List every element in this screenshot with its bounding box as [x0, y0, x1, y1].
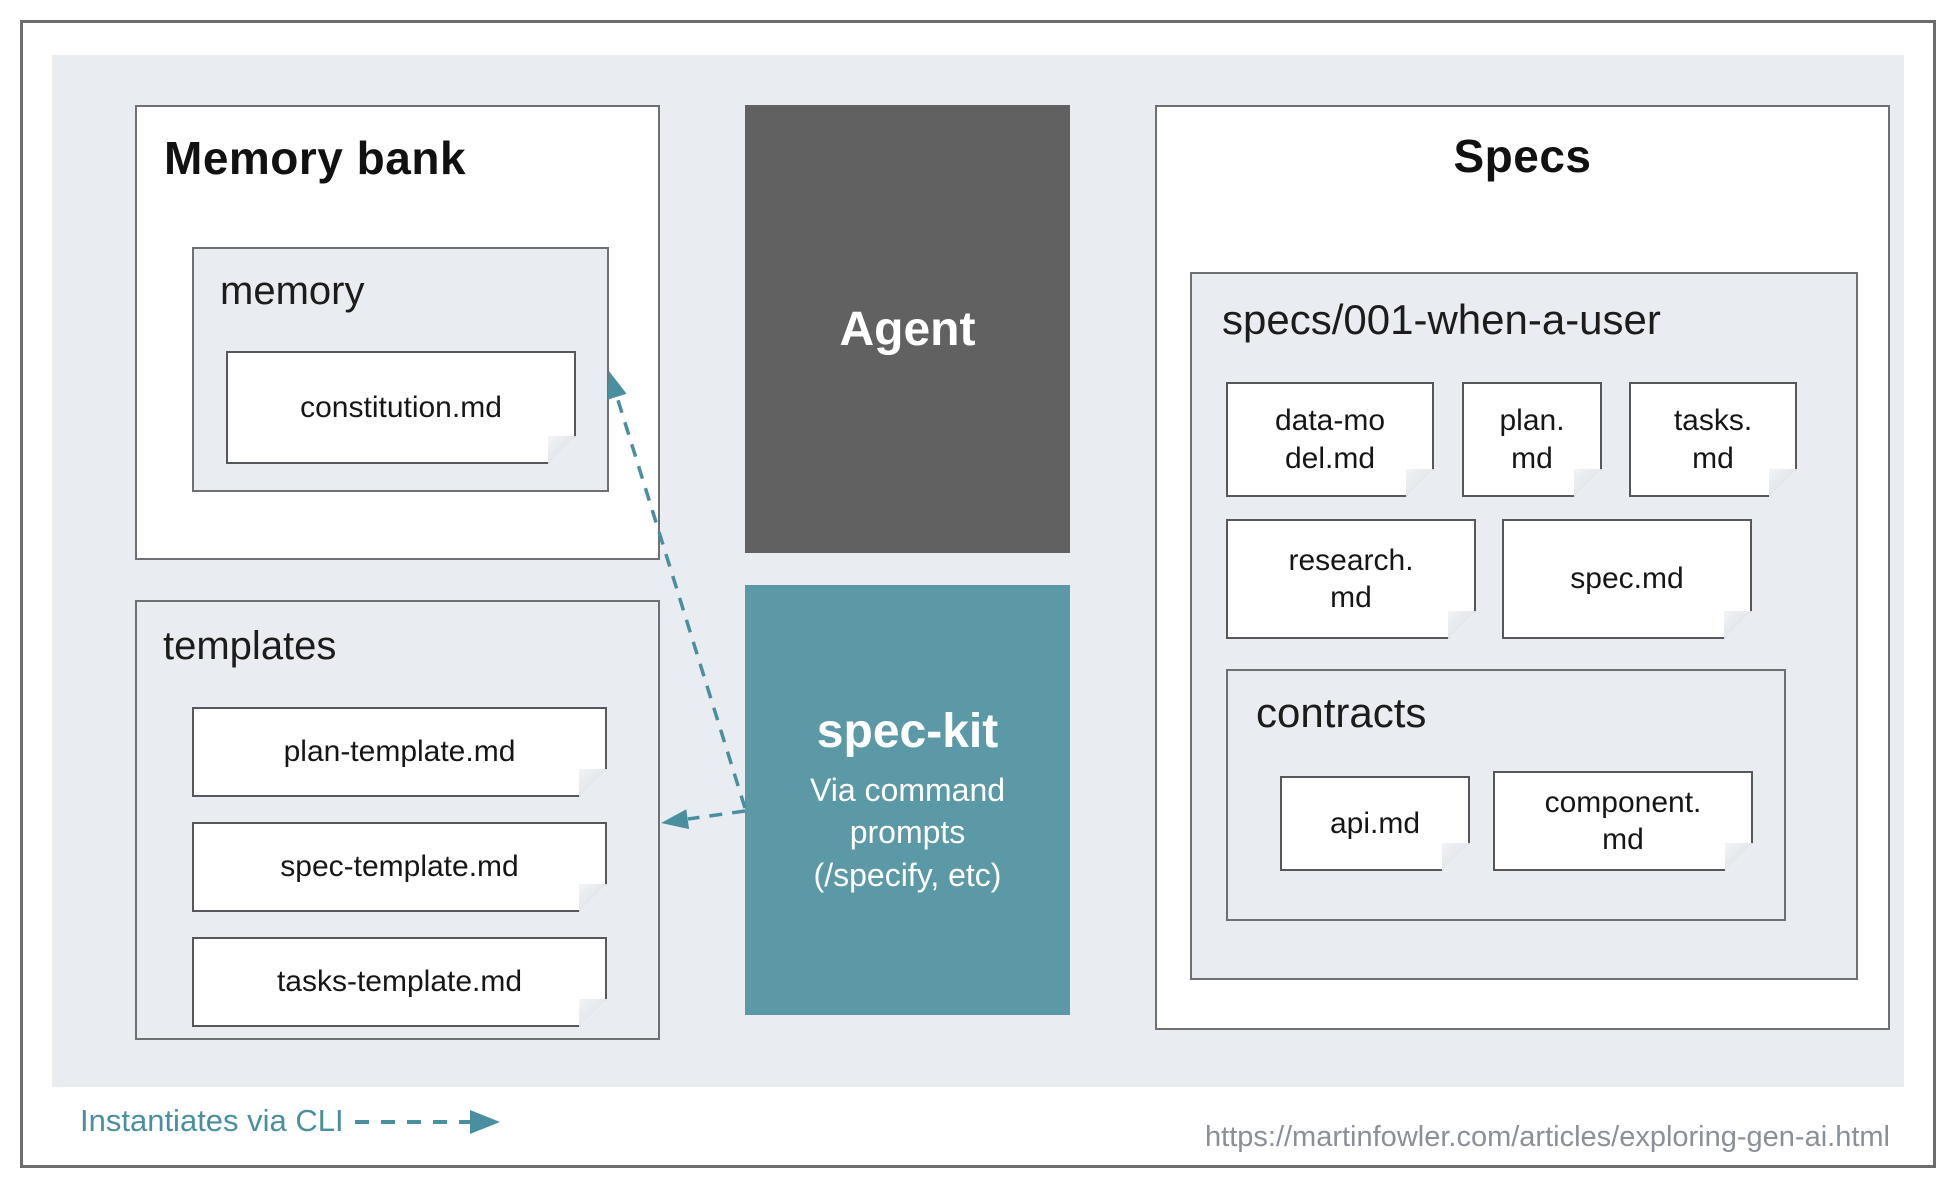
file-name-line: plan. [1499, 404, 1565, 437]
file-name-line: md [1511, 441, 1553, 475]
file-data-model-md: data-mo del.md [1226, 382, 1434, 497]
file-name: spec-template.md [280, 850, 519, 884]
contracts-folder-box: contracts api.md component. md [1226, 669, 1786, 921]
file-component-md: component. md [1493, 771, 1753, 871]
file-name-line: md [1602, 823, 1644, 856]
file-plan-md: plan. md [1462, 382, 1602, 497]
memory-bank-box: Memory bank memory constitution.md [135, 105, 660, 560]
file-tasks-md: tasks. md [1629, 382, 1797, 497]
file-name: tasks-template.md [276, 965, 523, 999]
file-name: plan-template.md [283, 735, 516, 769]
memory-folder-label: memory [220, 269, 365, 313]
file-research-md: research. md [1226, 519, 1476, 639]
specs-folder-label: specs/001-when-a-user [1222, 296, 1661, 343]
spec-kit-subtitle-line: Via command [809, 772, 1006, 809]
outer-frame: Memory bank memory constitution.md templ… [20, 20, 1936, 1168]
file-name-line: md [1692, 441, 1734, 475]
file-name-line: spec.md [1570, 562, 1684, 596]
specs-box: Specs specs/001-when-a-user data-mo del.… [1155, 105, 1890, 1030]
agent-box: Agent [745, 105, 1070, 553]
file-name-line: del.md [1284, 441, 1376, 475]
spec-kit-box: spec-kit Via command prompts (/specify, … [745, 585, 1070, 1015]
file-api-md: api.md [1280, 776, 1470, 871]
file-name-line: data-mo [1274, 404, 1386, 437]
file-name: constitution.md [300, 390, 502, 424]
legend-instantiates-label: Instantiates via CLI [80, 1103, 344, 1138]
file-name-line: research. [1288, 543, 1414, 577]
memory-folder-box: memory constitution.md [192, 247, 609, 492]
file-spec-template-md: spec-template.md [192, 822, 607, 912]
file-name-line: component. [1544, 785, 1702, 819]
source-url: https://martinfowler.com/articles/explor… [1205, 1121, 1890, 1153]
memory-bank-title: Memory bank [164, 132, 467, 184]
file-spec-md: spec.md [1502, 519, 1752, 639]
templates-folder-label: templates [163, 624, 337, 668]
contracts-folder-label: contracts [1256, 689, 1427, 736]
spec-kit-subtitle-line: prompts [849, 814, 966, 851]
spec-kit-title: spec-kit [816, 705, 999, 759]
templates-folder-box: templates plan-template.md spec-template… [135, 600, 660, 1040]
agent-label: Agent [839, 302, 976, 356]
file-name-line: md [1330, 581, 1372, 614]
spec-kit-subtitle-line: (/specify, etc) [813, 856, 1002, 893]
specs-title: Specs [1453, 130, 1592, 182]
specs-folder-box: specs/001-when-a-user data-mo del.md pla… [1190, 272, 1858, 980]
diagram-canvas: Memory bank memory constitution.md templ… [52, 55, 1904, 1087]
file-constitution-md: constitution.md [226, 351, 576, 464]
file-name-line: tasks. [1673, 404, 1753, 437]
file-name-line: api.md [1329, 806, 1421, 840]
file-plan-template-md: plan-template.md [192, 707, 607, 797]
file-tasks-template-md: tasks-template.md [192, 937, 607, 1027]
